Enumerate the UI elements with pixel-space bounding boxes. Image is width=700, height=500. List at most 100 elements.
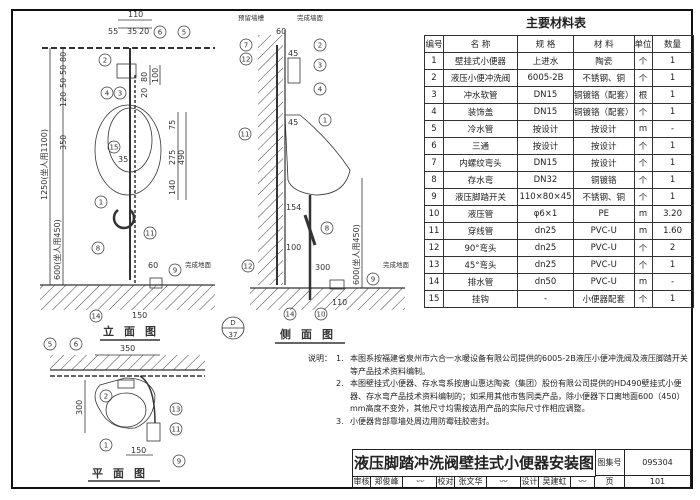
table-title: 主要材料表 — [525, 16, 586, 30]
table-cell: 个 — [633, 188, 653, 206]
table-cell: PVC-U — [573, 222, 635, 240]
table-cell: 9 — [424, 188, 444, 206]
table-cell: - — [517, 290, 574, 308]
table-cell: 3.20 — [651, 205, 694, 223]
dim-label: 50 — [59, 78, 68, 88]
dim-label: 600(坐人用450) — [53, 219, 62, 280]
column-header: 名 称 — [443, 35, 518, 53]
table-cell: 个 — [633, 171, 653, 189]
trap — [303, 214, 317, 246]
dim-label: 45 — [288, 49, 298, 58]
wall-hatch — [50, 355, 205, 370]
table-cell: 按设计 — [573, 120, 635, 138]
dim-label: 60 — [276, 27, 286, 36]
dim-label: 80 — [59, 52, 68, 62]
urinal-outer — [94, 377, 156, 429]
table-cell: 2 — [424, 69, 444, 87]
note-item: 3.小便器背部靠墙处周边用防霉硅胶密封。 — [308, 416, 688, 429]
flush-valve — [287, 57, 301, 84]
table-cell: 个 — [633, 69, 653, 87]
dim-label: 20 — [139, 27, 149, 36]
table-cell: dn25 — [517, 239, 574, 257]
wall-slot-label: 预留墙槽 — [238, 13, 265, 22]
table-cell: 内螺纹弯头 — [443, 154, 518, 172]
dim-label: 275 — [168, 150, 177, 165]
check-label: 校对 — [437, 476, 455, 488]
callout-8: 8 — [96, 245, 100, 253]
table-cell: PE — [573, 205, 635, 223]
column-header: 规 格 — [517, 35, 574, 53]
dim-label: 110 — [332, 298, 347, 307]
atlas-label: 图集号 — [595, 450, 625, 476]
checker-signature: 〰 — [487, 476, 521, 488]
table-cell: 10 — [424, 205, 444, 223]
callout-8: 8 — [325, 225, 329, 233]
note-text: 本图系按福建省泉州市六合一水暖设备有限公司提供的6005-2B液压小便冲洗阀及液… — [350, 354, 688, 376]
table-cell: DN15 — [517, 103, 574, 121]
table-cell: 个 — [633, 290, 653, 308]
table-cell: 1 — [651, 69, 694, 87]
table-cell: DN15 — [517, 86, 574, 104]
dim-label: 80 — [140, 72, 149, 82]
urinal-inner — [107, 107, 153, 173]
table-cell: 1 — [651, 103, 694, 121]
plan-callouts — [43, 337, 186, 468]
table-cell: dn25 — [517, 256, 574, 274]
callout-1: 1 — [323, 117, 327, 125]
table-cell: 按设计 — [573, 154, 635, 172]
callout-1: 1 — [104, 442, 108, 450]
table-cell: 小便器配套 — [573, 290, 635, 308]
note-item: 说明：1.本图系按福建省泉州市六合一水暖设备有限公司提供的6005-2B液压小便… — [308, 353, 688, 378]
table-cell: 13 — [424, 256, 444, 274]
table-cell: 6 — [424, 137, 444, 155]
design-label: 设计 — [521, 476, 539, 488]
table-cell: 铜镀铬（配套） — [573, 103, 635, 121]
column-header: 单位 — [633, 35, 653, 53]
callout-12: 12 — [242, 56, 251, 64]
dim-label: 150 — [132, 311, 147, 320]
table-cell: 按设计 — [573, 137, 635, 155]
designer-name: 吴建虹 — [539, 476, 571, 488]
dim-label: 350 — [59, 135, 68, 150]
table-cell: 冲水软管 — [443, 86, 518, 104]
table-cell: 上进水 — [517, 52, 574, 70]
table-cell: 11 — [424, 222, 444, 240]
table-cell: 3 — [424, 86, 444, 104]
dim-label: 150 — [131, 446, 146, 455]
table-cell: 1 — [651, 290, 694, 308]
table-cell: 1 — [651, 154, 694, 172]
review-label: 审核 — [353, 476, 371, 488]
callout-9: 9 — [177, 458, 181, 466]
atlas-number: 09S304 — [625, 450, 690, 476]
floor-hatch — [250, 288, 405, 310]
elevation-view — [40, 19, 215, 341]
table-cell: 三通 — [443, 137, 518, 155]
table-cell: 1 — [651, 188, 694, 206]
table-cell: 个 — [633, 52, 653, 70]
callout-5: 5 — [48, 341, 52, 349]
table-cell: 15 — [424, 290, 444, 308]
foot-switch — [146, 422, 161, 442]
column-header: 编号 — [424, 35, 444, 53]
plan-labels: 350 300 150 平面图 — [75, 344, 146, 480]
callout-2: 2 — [103, 57, 107, 65]
table-cell: 1 — [651, 171, 694, 189]
table-cell: - — [651, 120, 694, 138]
page-number: 101 — [649, 477, 666, 486]
table-cell: 7 — [424, 154, 444, 172]
table-cell: 个 — [633, 239, 653, 257]
table-cell: 存水弯 — [443, 171, 518, 189]
callout-11: 11 — [172, 426, 181, 434]
title-block: 液压脚踏冲洗阀壁挂式小便器安装图 图集号 09S304 审核 郑俊峰 〰 校对 … — [352, 449, 691, 489]
flush-valve — [116, 63, 137, 79]
